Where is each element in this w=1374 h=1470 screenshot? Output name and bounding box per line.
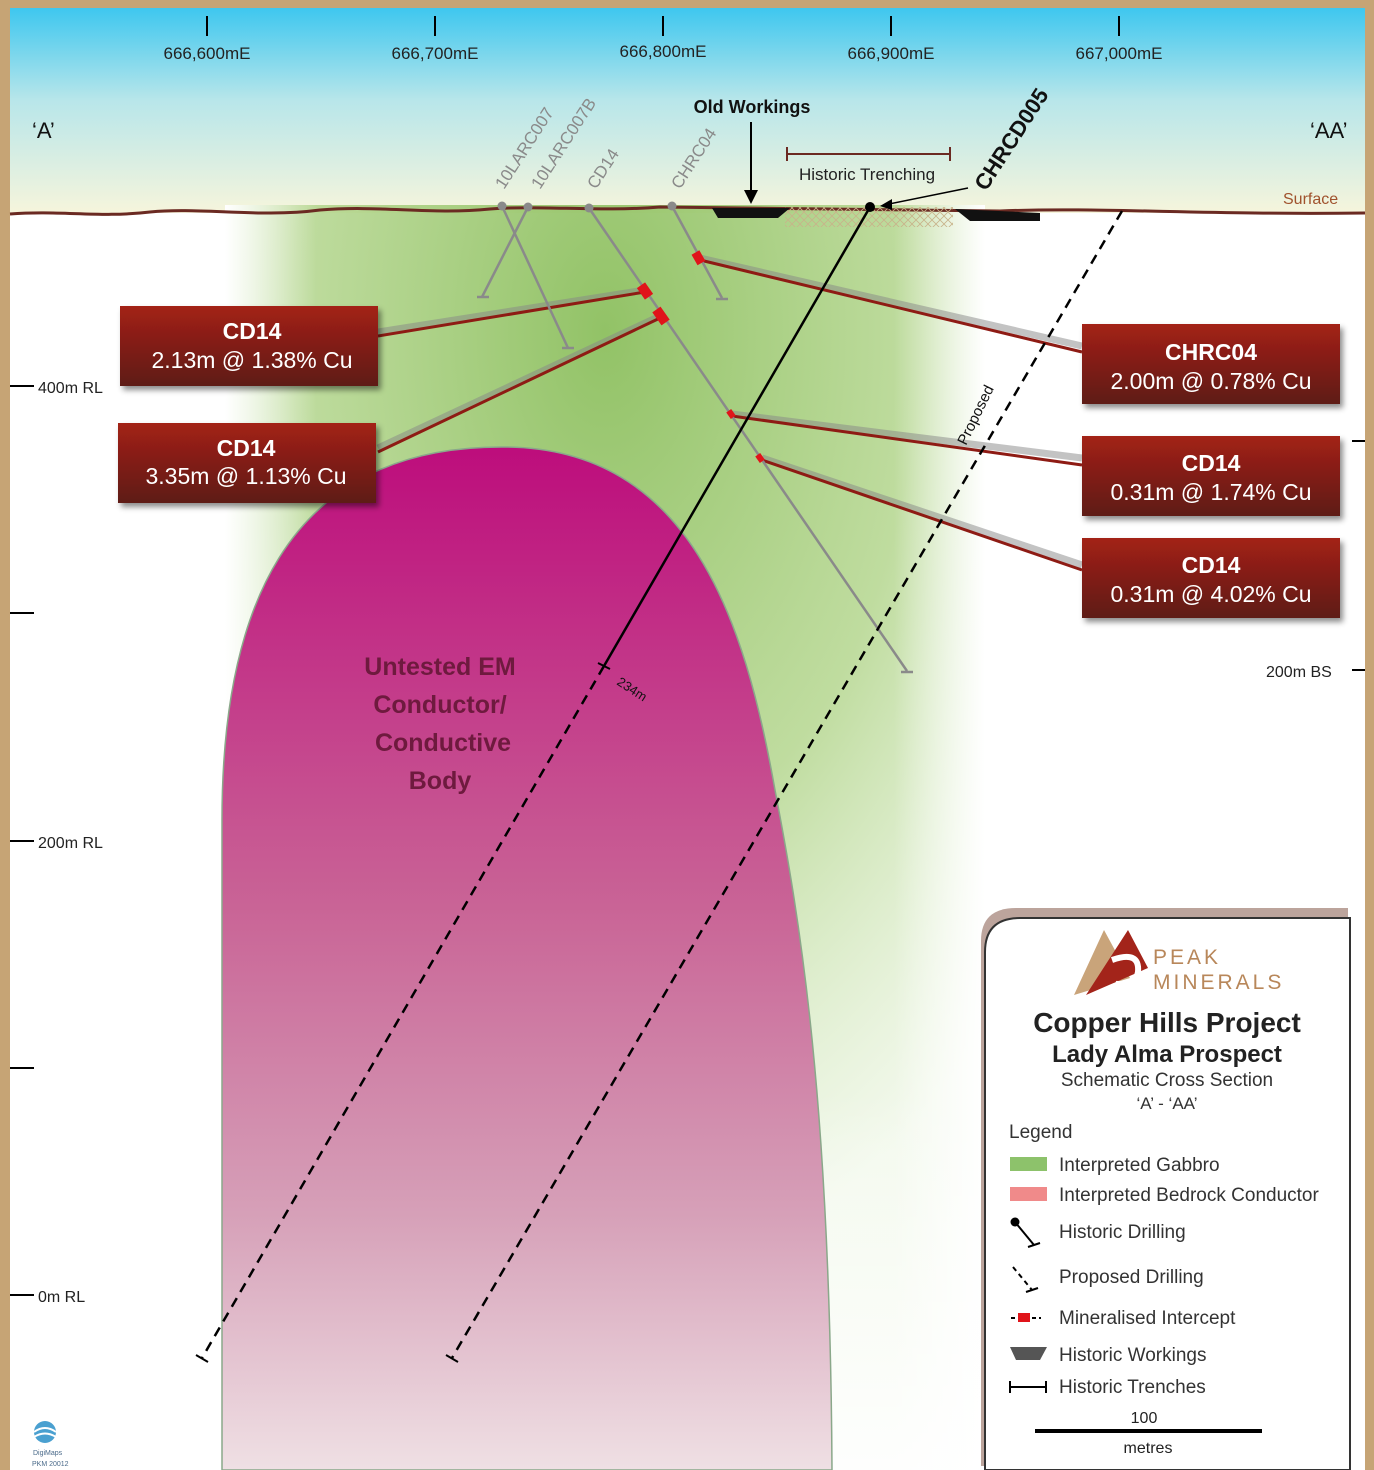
old-workings-label: Old Workings <box>694 97 811 117</box>
callout-value: 0.31m @ 1.74% Cu <box>1110 479 1311 505</box>
legend-symbols <box>1009 1157 1262 1433</box>
company-name-line2: MINERALS <box>1153 971 1284 994</box>
footer-line1: DigiMaps <box>33 1450 63 1457</box>
historic-drilling-symbol <box>1010 1217 1041 1248</box>
old-workings-shape-2 <box>955 209 1040 221</box>
callout-hole: CD14 <box>223 318 282 344</box>
proposed-end-ticks <box>195 1354 459 1363</box>
easting-label: 666,800mE <box>620 42 707 61</box>
peak-minerals-logo <box>1074 930 1148 1000</box>
digimaps-logo-icon <box>33 1421 57 1443</box>
legend-item-label: Proposed Drilling <box>1059 1267 1204 1288</box>
company-name-line1: PEAK <box>1153 946 1221 969</box>
conductor-label-line: Conductive <box>375 729 511 757</box>
callout-leaders <box>376 254 1084 572</box>
footer-line2: PKM 20012 <box>32 1461 69 1468</box>
surface-label: Surface <box>1283 191 1338 208</box>
callout-boxes <box>118 306 1340 618</box>
callout-value: 2.13m @ 1.38% Cu <box>151 347 352 373</box>
legend-item-label: Interpreted Bedrock Conductor <box>1059 1185 1319 1206</box>
section-subtitle: Schematic Cross Section <box>1061 1070 1273 1091</box>
intercept-symbol <box>1011 1313 1041 1322</box>
workings-symbol <box>1010 1347 1047 1360</box>
conductor-swatch <box>1010 1187 1047 1201</box>
gabbro-swatch <box>1010 1157 1047 1171</box>
rl-labels: 400m RL 200m RL 0m RL 200m BS <box>38 380 1332 1306</box>
legend-title: Legend <box>1009 1122 1072 1143</box>
conductor-label-line: Untested EM <box>364 653 515 681</box>
trench-symbol <box>1009 1381 1047 1393</box>
historic-trench-area <box>785 207 953 227</box>
historic-trenching-label: Historic Trenching <box>799 165 935 184</box>
callout-value: 3.35m @ 1.13% Cu <box>145 463 346 489</box>
callout-hole: CHRC04 <box>1165 339 1257 365</box>
callout-value: 2.00m @ 0.78% Cu <box>1110 368 1311 394</box>
easting-ticks <box>206 16 1120 36</box>
rl-ticks <box>10 385 1365 1296</box>
callout-hole: CD14 <box>1182 552 1241 578</box>
legend-item-label: Historic Drilling <box>1059 1222 1186 1243</box>
legend-item-label: Interpreted Gabbro <box>1059 1155 1220 1176</box>
old-workings-arrow <box>744 122 758 204</box>
surface-line <box>9 205 1366 216</box>
section-name: ‘A’ - ‘AA’ <box>1136 1094 1197 1113</box>
rl-label-400: 400m RL <box>38 380 103 397</box>
legend-panel <box>981 908 1351 1470</box>
proposed-drilling-symbol <box>1012 1266 1039 1293</box>
rl-label-0: 0m RL <box>38 1289 85 1306</box>
bs-label: 200m BS <box>1266 664 1332 681</box>
proposed-drill-traces <box>200 210 1124 1359</box>
prospect-title: Lady Alma Prospect <box>1052 1041 1282 1068</box>
old-workings-shape-1 <box>712 208 790 218</box>
legend-texts: PEAK MINERALS Copper Hills Project Lady … <box>1009 946 1319 1457</box>
conductor-label-line: Conductor/ <box>373 691 506 719</box>
legend-item-label: Mineralised Intercept <box>1059 1308 1236 1329</box>
historic-collars <box>497 201 677 213</box>
project-title: Copper Hills Project <box>1033 1007 1301 1038</box>
rl-label-200: 200m RL <box>38 835 103 852</box>
easting-label: 666,900mE <box>848 44 935 63</box>
scale-unit: metres <box>1124 1440 1173 1457</box>
legend-item-label: Historic Workings <box>1059 1345 1206 1366</box>
sky-band <box>10 8 1365 213</box>
conductor-label-line: Body <box>409 767 472 795</box>
section-right-marker: ‘AA’ <box>1310 118 1348 143</box>
callout-value: 0.31m @ 4.02% Cu <box>1110 581 1311 607</box>
conductor-label: Untested EM Conductor/ Conductive Body <box>364 653 515 795</box>
footer-texts: DigiMaps PKM 20012 <box>32 1450 69 1468</box>
legend-item-label: Historic Trenches <box>1059 1377 1206 1398</box>
scale-value: 100 <box>1131 1410 1158 1427</box>
em-conductor-body <box>221 446 833 1470</box>
section-left-marker: ‘A’ <box>32 118 55 143</box>
chrcd005-drill-trace <box>597 187 969 670</box>
easting-labels: 666,600mE 666,700mE 666,800mE 666,900mE … <box>164 42 1163 63</box>
easting-label: 666,700mE <box>392 44 479 63</box>
historic-trenching-bar <box>786 147 951 161</box>
callout-hole: CD14 <box>1182 450 1241 476</box>
mineralised-intercepts <box>636 250 765 463</box>
callout-texts: CD14 2.13m @ 1.38% Cu CD14 3.35m @ 1.13%… <box>145 318 1311 607</box>
easting-label: 666,600mE <box>164 44 251 63</box>
callout-hole: CD14 <box>217 435 276 461</box>
easting-label: 667,000mE <box>1076 44 1163 63</box>
